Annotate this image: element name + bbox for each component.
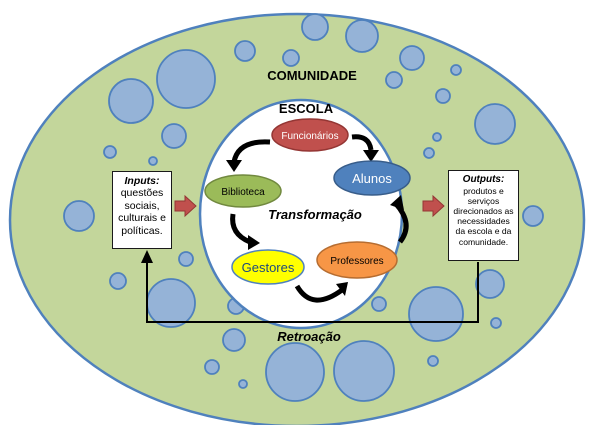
bubble xyxy=(161,123,187,149)
outputs-box: Outputs: produtos e serviços direcionado… xyxy=(448,170,519,261)
bubble xyxy=(63,200,95,232)
outputs-line: necessidades xyxy=(457,216,510,227)
bubble xyxy=(204,359,220,375)
bubble xyxy=(408,286,464,342)
arrow-funcionarios-alunos xyxy=(351,134,374,151)
arrow-biblioteca-gestores xyxy=(230,213,252,245)
bubble xyxy=(108,78,154,124)
arrowhead xyxy=(336,282,348,296)
bubble xyxy=(345,19,379,53)
transformacao-label: Transformação xyxy=(268,207,362,222)
outputs-line: serviços xyxy=(467,195,500,206)
community-bubbles xyxy=(63,13,544,402)
cycle-arrows xyxy=(230,134,409,303)
bubble xyxy=(522,205,544,227)
cycle-arrowheads xyxy=(226,150,404,296)
label-gestores: Gestores xyxy=(242,260,295,275)
bubble xyxy=(399,45,425,71)
retroacao-label: Retroação xyxy=(277,329,341,344)
inputs-box: Inputs: questões sociais, culturais e po… xyxy=(112,171,172,249)
output-arrow xyxy=(422,194,445,218)
node-gestores xyxy=(231,249,305,285)
bubble xyxy=(423,147,435,159)
bubble xyxy=(450,64,462,76)
bubble xyxy=(234,40,256,62)
comunidade-title: COMUNIDADE xyxy=(267,68,357,83)
label-alunos: Alunos xyxy=(352,171,392,186)
outputs-line: da escola e da xyxy=(455,226,512,237)
inputs-line: culturais e xyxy=(118,212,166,225)
bubble xyxy=(282,49,300,67)
bubble xyxy=(385,71,403,89)
node-biblioteca xyxy=(204,174,282,208)
bubble xyxy=(432,132,442,142)
arrowhead xyxy=(226,160,242,172)
bubble xyxy=(475,269,505,299)
bubble xyxy=(109,272,127,290)
bubble xyxy=(333,340,395,402)
outputs-line: comunidade. xyxy=(458,236,509,247)
node-alunos xyxy=(333,160,411,196)
outputs-line: direcionados as xyxy=(453,206,514,217)
arrowhead xyxy=(390,195,404,210)
bubble xyxy=(265,342,325,402)
bubble xyxy=(156,49,216,109)
bubble xyxy=(222,328,246,352)
bubble xyxy=(490,317,502,329)
arrowhead xyxy=(248,235,260,250)
inputs-line: sociais, xyxy=(124,199,160,212)
bubble xyxy=(148,156,158,166)
bubble xyxy=(427,355,439,367)
node-funcionarios xyxy=(271,118,349,152)
feedback-line xyxy=(146,262,479,323)
inputs-title: Inputs: xyxy=(124,175,160,187)
arrow-funcionarios-biblioteca xyxy=(231,139,271,163)
bubble xyxy=(435,88,451,104)
bubble xyxy=(146,278,196,328)
outputs-title: Outputs: xyxy=(462,174,505,185)
inputs-line: questões xyxy=(120,187,164,200)
bubble xyxy=(178,251,194,267)
escola-title: ESCOLA xyxy=(279,101,334,116)
bubble xyxy=(371,296,387,312)
input-arrow xyxy=(174,194,197,218)
arrowhead xyxy=(363,150,379,162)
inputs-line: políticas. xyxy=(121,224,163,237)
bubble xyxy=(103,145,117,159)
bubble xyxy=(474,103,516,145)
outputs-line: produtos e xyxy=(463,185,504,196)
node-professores xyxy=(316,241,398,279)
bubble xyxy=(238,379,248,389)
feedback-arrowhead xyxy=(141,250,153,263)
arrow-gestores-professores xyxy=(294,284,344,303)
label-biblioteca: Biblioteca xyxy=(221,187,265,198)
label-funcionarios: Funcionários xyxy=(281,131,338,142)
label-professores: Professores xyxy=(330,256,383,267)
bubble xyxy=(301,13,329,41)
